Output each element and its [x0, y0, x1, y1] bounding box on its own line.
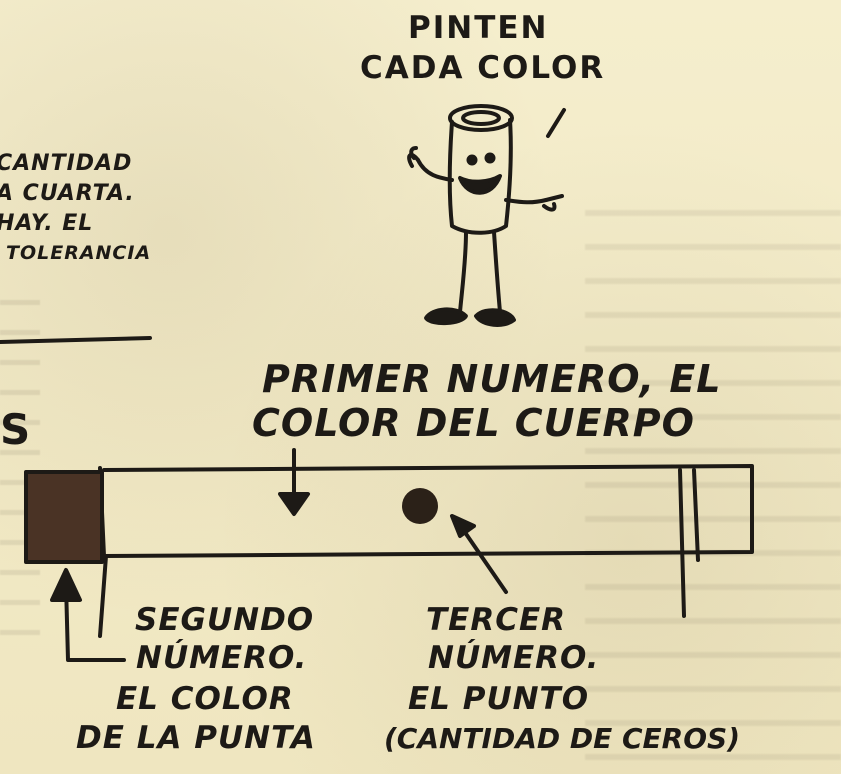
- faded-background-text: [585, 210, 841, 770]
- second-number-label-line4: DE LA PUNTA: [76, 720, 316, 756]
- arrow-down-icon: [278, 448, 310, 516]
- second-number-label-line1: SEGUNDO: [135, 602, 315, 638]
- second-number-label-line2: NÚMERO.: [136, 640, 308, 676]
- third-number-label-line2: NÚMERO.: [428, 640, 600, 676]
- third-number-label-line3: EL PUNTO: [408, 681, 590, 717]
- component-diagram-icon: [24, 464, 754, 638]
- left-fragment-line3: HAY. EL: [0, 211, 94, 236]
- left-underline: [0, 336, 152, 344]
- third-number-label-line4: (CANTIDAD DE CEROS): [384, 722, 740, 755]
- second-number-label-line3: EL COLOR: [116, 681, 294, 717]
- caption-cada-color: CADA COLOR: [360, 50, 606, 86]
- caption-pinten: PINTEN: [408, 10, 549, 46]
- third-number-label-line1: TERCER: [426, 602, 566, 638]
- arrow-up-icon: [50, 568, 126, 662]
- arrow-to-dot-icon: [450, 514, 508, 594]
- left-fragment-line2: A CUARTA.: [0, 181, 135, 206]
- first-number-label-line1: PRIMER NUMERO, EL: [262, 357, 722, 401]
- left-fragment-letter: S: [0, 405, 32, 454]
- left-fragment-line1: CANTIDAD: [0, 151, 133, 176]
- crayon-character-icon: [407, 104, 566, 327]
- first-number-label-line2: COLOR DEL CUERPO: [252, 401, 695, 445]
- left-fragment-line4: TOLERANCIA: [6, 242, 152, 264]
